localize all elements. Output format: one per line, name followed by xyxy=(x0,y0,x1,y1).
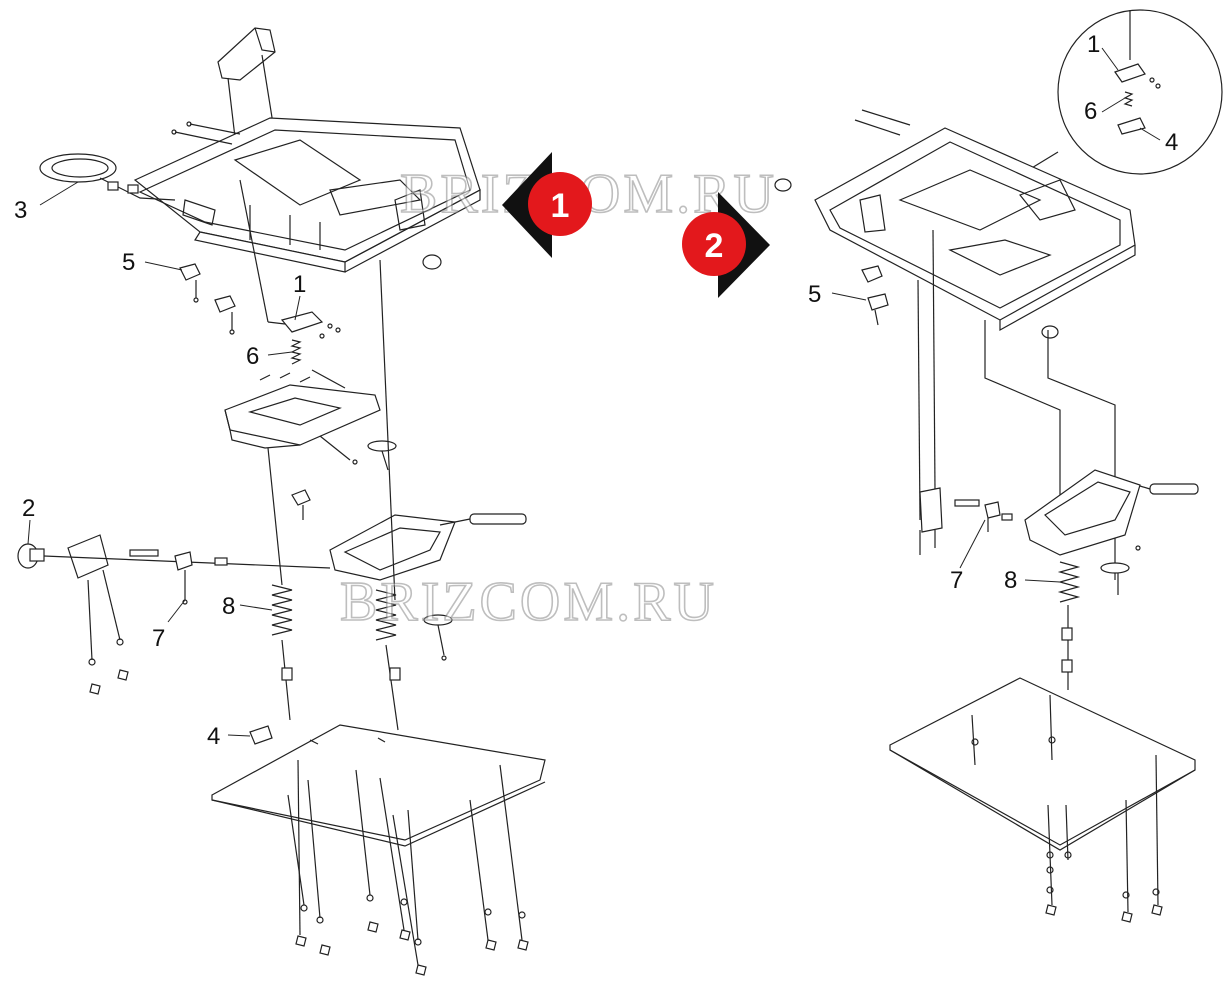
left-spring-part-6 xyxy=(290,339,302,365)
callout-left-1: 1 xyxy=(293,271,306,298)
right-callouts: 1 6 4 5 7 8 xyxy=(808,31,1178,594)
right-pedal-mechanism xyxy=(1024,469,1199,595)
left-top-screws xyxy=(171,121,241,145)
variant-badge-2: 2 xyxy=(682,192,770,298)
right-bracket-part-7 xyxy=(919,487,1013,555)
callout-right-1: 1 xyxy=(1087,31,1100,58)
left-pedal-mechanism-upper xyxy=(224,369,397,471)
callout-leader-lines xyxy=(27,47,1161,737)
left-callouts: 3 5 1 6 2 7 8 4 xyxy=(14,197,306,750)
callout-left-7: 7 xyxy=(152,625,165,652)
callout-right-8: 8 xyxy=(1004,567,1017,594)
left-springs-part-8 xyxy=(267,259,401,731)
callout-right-7: 7 xyxy=(950,567,963,594)
variant-badge-2-label: 2 xyxy=(705,227,724,265)
callout-left-6: 6 xyxy=(246,343,259,370)
callout-right-5: 5 xyxy=(808,281,821,308)
right-bottom-screws xyxy=(971,694,1163,923)
variant-badge-1-label: 1 xyxy=(551,187,570,225)
right-main-housing xyxy=(774,109,1136,339)
left-bottom-screws xyxy=(287,759,529,976)
callout-left-3: 3 xyxy=(14,197,27,224)
right-base-plate xyxy=(889,677,1196,851)
right-spring-part-8 xyxy=(1057,561,1081,690)
right-clip-part-5 xyxy=(861,265,889,326)
watermark-bottom: BRIZCOM.RU xyxy=(340,571,717,633)
left-assembly xyxy=(17,27,546,976)
callout-left-8: 8 xyxy=(222,593,235,620)
callout-left-4: 4 xyxy=(207,723,220,750)
callout-right-4: 4 xyxy=(1165,129,1178,156)
right-assembly xyxy=(774,9,1223,923)
callout-left-5: 5 xyxy=(122,249,135,276)
variant-badge-1: 1 xyxy=(502,152,592,258)
left-base-plate xyxy=(211,724,546,847)
callout-left-2: 2 xyxy=(22,495,35,522)
callout-right-6: 6 xyxy=(1084,98,1097,125)
left-clip-part-5 xyxy=(179,263,236,335)
left-bracket-part-1 xyxy=(239,179,341,339)
left-main-housing xyxy=(133,117,481,273)
left-knob-part-2 xyxy=(17,534,331,695)
